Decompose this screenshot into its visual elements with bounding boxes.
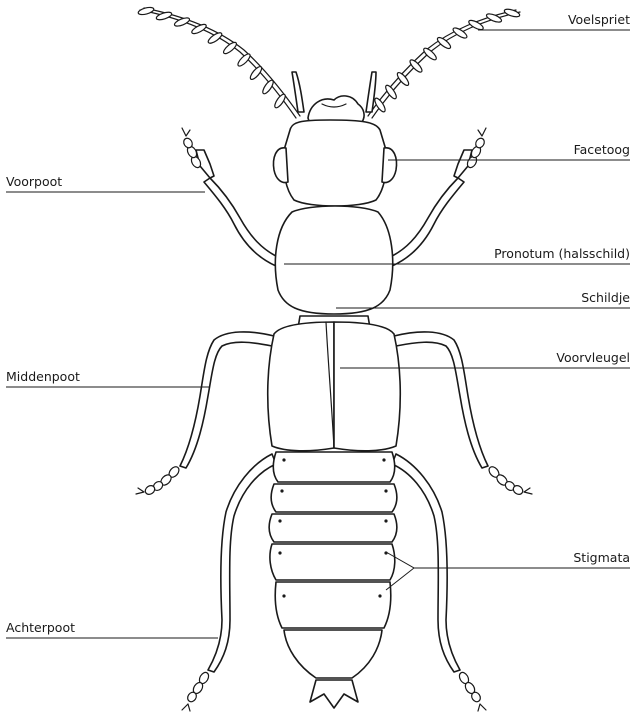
eye-left bbox=[274, 148, 289, 183]
label-schildje: Schildje bbox=[581, 290, 630, 305]
head bbox=[283, 120, 386, 206]
label-middenpoot: Middenpoot bbox=[6, 369, 80, 384]
hind-leg-left bbox=[182, 454, 276, 711]
label-stigmata: Stigmata bbox=[573, 550, 630, 565]
elytron-left bbox=[268, 322, 334, 451]
label-voelspriet: Voelspriet bbox=[568, 12, 630, 27]
label-voorvleugel: Voorvleugel bbox=[556, 350, 630, 365]
antenna-right bbox=[366, 8, 521, 118]
eye-right bbox=[382, 148, 397, 183]
label-achterpoot: Achterpoot bbox=[6, 620, 75, 635]
front-leg-right bbox=[388, 128, 486, 266]
pronotum bbox=[275, 206, 392, 314]
front-leg-left bbox=[182, 128, 280, 266]
label-voorpoot: Voorpoot bbox=[6, 174, 62, 189]
label-pronotum: Pronotum (halsschild) bbox=[494, 246, 630, 261]
abdomen bbox=[269, 452, 397, 708]
antenna-left bbox=[137, 6, 304, 118]
beetle-illustration bbox=[136, 6, 532, 711]
elytron-right bbox=[334, 322, 400, 451]
hind-leg-right bbox=[392, 454, 486, 711]
label-facetoog: Facetoog bbox=[574, 142, 630, 157]
